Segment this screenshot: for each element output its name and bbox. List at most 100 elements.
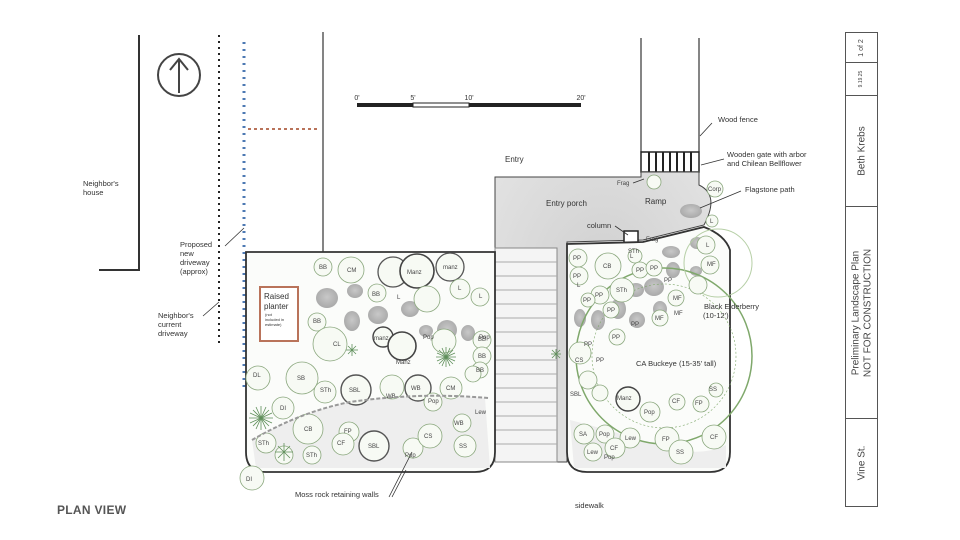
plant-code: Manz — [407, 270, 422, 276]
ca-buckeye-label: CA Buckeye (15-35' tall) — [636, 359, 717, 368]
plant-code: Pop — [644, 410, 655, 416]
plant-code: FP — [662, 437, 670, 443]
plant-code: L — [706, 243, 710, 249]
plant-code: Manz — [617, 396, 632, 402]
spiky-accent-plants — [249, 344, 561, 461]
title-block-designer-cell: Beth Krebs — [846, 96, 877, 207]
plant-code: BB — [478, 354, 486, 360]
plant-code: Pop — [604, 455, 615, 461]
moss-rock-walls-label: Moss rock retaining walls — [295, 490, 379, 499]
plant-code: manz — [374, 336, 389, 342]
plant-code: CF — [610, 446, 618, 452]
scale-tick-20: 20' — [576, 95, 585, 102]
sheet-number: 1 of 2 — [857, 38, 865, 57]
plant-code: PP — [583, 298, 591, 304]
drawing-title-line-1: Preliminary Landscape Plan — [850, 250, 861, 375]
plant-code-labels: BB CM Manz manz BB L L L BB Pop CL manz … — [246, 181, 722, 483]
plant-code: L — [577, 283, 581, 289]
house-walls — [322, 32, 700, 252]
plant-code: CF — [337, 441, 345, 447]
plant-symbols-right — [568, 174, 727, 465]
moss-rock-wall — [251, 394, 489, 441]
plant-code: PP — [607, 308, 615, 314]
plant-code: PP — [573, 274, 581, 280]
plant-code: FP — [695, 401, 703, 407]
plant-code: Pop — [479, 335, 490, 341]
ramp-label: Ramp — [645, 197, 667, 206]
plant-code: CF — [710, 435, 718, 441]
plant-code: manz — [443, 265, 458, 271]
wood-fence-label: Wood fence — [718, 115, 758, 124]
plant-code: L — [630, 254, 634, 260]
plant-code: CS — [575, 358, 583, 364]
designer-name: Beth Krebs — [855, 126, 867, 176]
plant-code: SS — [709, 387, 717, 393]
plant-code: Pop — [405, 453, 416, 459]
plant-code: CM — [347, 268, 356, 274]
plant-code: STh — [616, 288, 627, 294]
plant-code: Pop — [423, 335, 434, 341]
plant-code: PP — [595, 293, 603, 299]
raised-planter-label: Raised planter — [264, 292, 291, 311]
plant-code: CB — [304, 427, 312, 433]
plant-code: Pop — [428, 399, 439, 405]
plant-code: BB — [476, 368, 484, 374]
black-elderberry-label: Black Elderberry (10-12') — [703, 302, 761, 320]
title-block-date-cell: 9.19.25 — [846, 63, 877, 96]
plant-code: PP — [573, 256, 581, 262]
plant-symbols — [239, 252, 492, 491]
plant-code: SBL — [570, 392, 582, 398]
plant-code: Lew — [475, 410, 487, 416]
sidewalk-label: sidewalk — [575, 501, 604, 510]
drawing-title-line-2: NOT FOR CONSTRUCTION — [861, 248, 873, 377]
plant-code: L — [710, 219, 714, 225]
entry-porch-label: Entry porch — [546, 199, 587, 208]
plant-code: DI — [246, 477, 252, 483]
plant-code: PP — [612, 335, 620, 341]
proposed-driveway-label: Proposed new driveway (approx) — [180, 240, 214, 276]
plant-code: Frag — [617, 181, 629, 187]
raised-planter: Raised planter (not included in estimate… — [259, 286, 299, 342]
plant-code: Corp — [708, 187, 722, 193]
boulders — [316, 284, 475, 341]
column-label: column — [587, 221, 611, 230]
plant-code: CM — [446, 386, 455, 392]
plant-code: DI — [280, 406, 286, 412]
plant-code: Pop — [599, 432, 610, 438]
plant-code: BB — [372, 292, 380, 298]
plant-code: STh — [258, 441, 269, 447]
plant-code: L — [397, 295, 401, 301]
neighbors-house-outline — [99, 35, 140, 271]
plant-code: CB — [603, 264, 611, 270]
plant-code: SS — [676, 450, 684, 456]
plant-code: DL — [253, 373, 261, 379]
plant-code: SBL — [349, 388, 361, 394]
plant-code: Lew — [587, 450, 599, 456]
current-driveway-label: Neighbor's current driveway — [158, 311, 196, 338]
plant-code: Manz — [396, 360, 411, 366]
title-block-sheet-cell: 1 of 2 — [846, 33, 877, 63]
leader-lines — [202, 122, 742, 498]
plant-code: PP — [584, 342, 592, 348]
wooden-gate-label: Wooden gate with arbor and Chilean Bellf… — [727, 150, 809, 168]
plant-code: PP — [650, 266, 658, 272]
plant-code: BB — [478, 337, 486, 343]
drawing-title: Preliminary Landscape Plan NOT FOR CONST… — [850, 248, 873, 376]
plant-code: PP — [596, 358, 604, 364]
plant-code: MF — [707, 262, 716, 268]
plant-code: CS — [424, 434, 432, 440]
title-block-title-cell: Preliminary Landscape Plan NOT FOR CONST… — [846, 207, 877, 419]
plant-code: SB — [297, 376, 305, 382]
plant-code: STh — [628, 249, 639, 255]
flagstone-path-label: Flagstone path — [745, 185, 795, 194]
plant-code: PP — [636, 268, 644, 274]
plant-code: BB — [319, 265, 327, 271]
scale-tick-5: 5' — [410, 95, 415, 102]
plan-view-title: PLAN VIEW — [57, 503, 127, 517]
plant-code: L — [458, 286, 462, 292]
north-arrow — [157, 53, 201, 97]
plant-code: STh — [306, 453, 317, 459]
entry-porch — [494, 171, 712, 463]
date: 9.19.25 — [857, 70, 864, 88]
